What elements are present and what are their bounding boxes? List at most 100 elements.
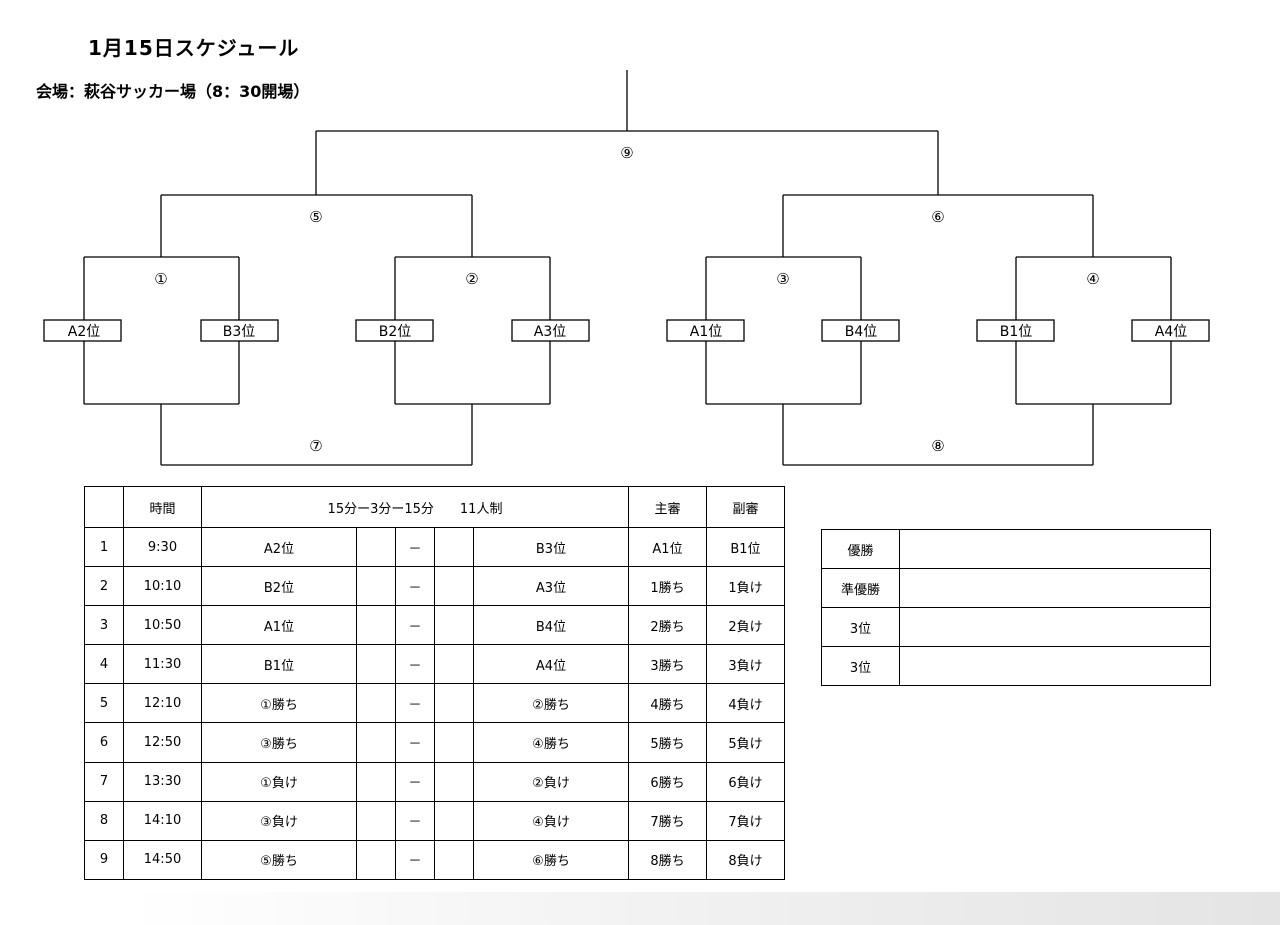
dash-cell: － [395, 800, 435, 841]
referee-cell: 8勝ち [628, 839, 707, 880]
home-team-cell: A2位 [201, 526, 357, 568]
dash-cell: － [395, 683, 435, 724]
home-score-cell [356, 644, 396, 685]
home-score-cell [356, 800, 396, 841]
home-score-cell [356, 526, 396, 568]
match-no-cell: 3 [84, 605, 124, 646]
match-number-1: ① [154, 270, 167, 288]
time-cell: 12:10 [123, 683, 202, 724]
home-score-cell [356, 566, 396, 607]
away-score-cell [434, 839, 474, 880]
result-label: 3位 [821, 646, 900, 686]
match-number-6: ⑥ [931, 208, 944, 226]
time-cell: 10:10 [123, 566, 202, 607]
time-cell: 13:30 [123, 761, 202, 802]
time-cell: 12:50 [123, 722, 202, 763]
away-team-cell: ④勝ち [473, 722, 629, 763]
slot-label: A4位 [1155, 324, 1187, 340]
match-no-cell: 1 [84, 526, 124, 568]
match-number-5: ⑤ [309, 208, 322, 226]
away-score-cell [434, 722, 474, 763]
home-score-cell [356, 722, 396, 763]
assistant-cell: B1位 [706, 526, 785, 568]
header-no [84, 486, 124, 528]
slot-label: B3位 [223, 324, 256, 340]
away-team-cell: B3位 [473, 526, 629, 568]
match-no-cell: 8 [84, 800, 124, 841]
match-no-cell: 7 [84, 761, 124, 802]
result-value [899, 529, 1211, 569]
result-label: 3位 [821, 607, 900, 647]
assistant-cell: 3負け [706, 644, 785, 685]
home-team-cell: B1位 [201, 644, 357, 685]
away-score-cell [434, 761, 474, 802]
away-team-cell: ②勝ち [473, 683, 629, 724]
result-label: 優勝 [821, 529, 900, 569]
away-team-cell: ⑥勝ち [473, 839, 629, 880]
home-team-cell: ③勝ち [201, 722, 357, 763]
slot-box: A4位 [1131, 319, 1210, 342]
home-team-cell: ⑤勝ち [201, 839, 357, 880]
away-team-cell: ④負け [473, 800, 629, 841]
header-assistant: 副審 [706, 486, 785, 528]
home-team-cell: ③負け [201, 800, 357, 841]
result-row: 準優勝 [821, 568, 1211, 608]
home-score-cell [356, 761, 396, 802]
result-row: 3位 [821, 646, 1211, 686]
slot-label: B2位 [379, 324, 412, 340]
slot-label: A2位 [68, 324, 100, 340]
header-referee: 主審 [628, 486, 707, 528]
referee-cell: A1位 [628, 526, 707, 568]
assistant-cell: 1負け [706, 566, 785, 607]
referee-cell: 7勝ち [628, 800, 707, 841]
home-team-cell: ①勝ち [201, 683, 357, 724]
assistant-cell: 6負け [706, 761, 785, 802]
slot-box: B3位 [200, 319, 279, 342]
match-no-cell: 9 [84, 839, 124, 880]
dash-cell: － [395, 761, 435, 802]
time-cell: 14:10 [123, 800, 202, 841]
home-team-cell: B2位 [201, 566, 357, 607]
away-score-cell [434, 566, 474, 607]
slot-box: A2位 [43, 319, 122, 342]
match-number-4: ④ [1086, 270, 1099, 288]
slot-box: B4位 [821, 319, 900, 342]
assistant-cell: 4負け [706, 683, 785, 724]
header-time: 時間 [123, 486, 202, 528]
slot-label: B1位 [1000, 324, 1033, 340]
slot-label: A1位 [690, 324, 722, 340]
away-score-cell [434, 605, 474, 646]
match-no-cell: 6 [84, 722, 124, 763]
dash-cell: － [395, 566, 435, 607]
referee-cell: 1勝ち [628, 566, 707, 607]
tournament-bracket: ⑨ ⑤ ⑥ ① ② ③ ④ ⑦ ⑧ A2位 B3位 B2位 A3位 A1位 B4… [43, 70, 1210, 466]
result-row: 3位 [821, 607, 1211, 647]
away-team-cell: ②負け [473, 761, 629, 802]
result-row: 優勝 [821, 529, 1211, 569]
assistant-cell: 7負け [706, 800, 785, 841]
slot-label: A3位 [534, 324, 566, 340]
dash-cell: － [395, 722, 435, 763]
slot-box: B1位 [976, 319, 1055, 342]
page-title: 1月15日スケジュール [88, 36, 300, 60]
match-number-7: ⑦ [309, 437, 322, 455]
away-score-cell [434, 644, 474, 685]
schedule-header-row: 時間 15分ー3分ー15分 11人制 主審 副審 [84, 486, 785, 528]
time-cell: 11:30 [123, 644, 202, 685]
result-value [899, 646, 1211, 686]
assistant-cell: 8負け [706, 839, 785, 880]
away-score-cell [434, 526, 474, 568]
result-label: 準優勝 [821, 568, 900, 608]
match-number-9: ⑨ [620, 144, 633, 162]
dash-cell: － [395, 644, 435, 685]
home-score-cell [356, 605, 396, 646]
referee-cell: 5勝ち [628, 722, 707, 763]
match-number-2: ② [465, 270, 478, 288]
result-value [899, 568, 1211, 608]
